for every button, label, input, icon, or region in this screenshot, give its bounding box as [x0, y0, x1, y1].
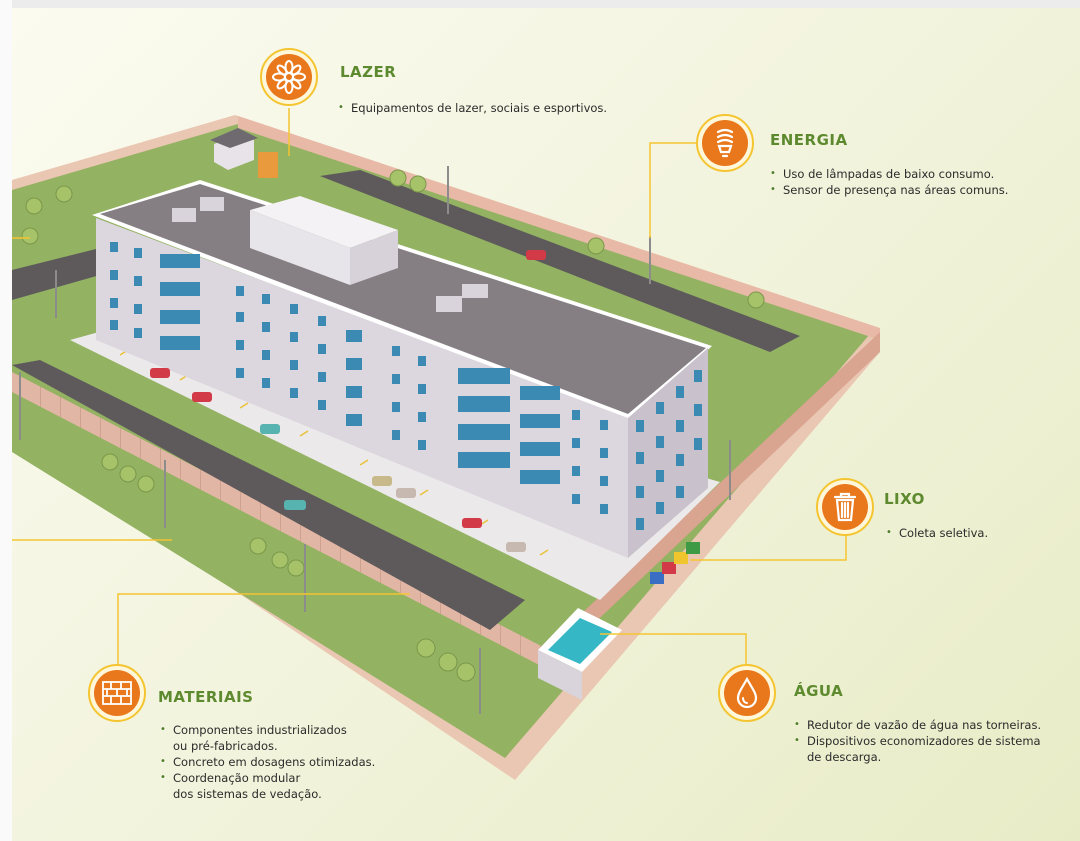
- rooftop-unit: [462, 284, 488, 298]
- lazer-title: LAZER: [340, 63, 397, 81]
- lixo-list: Coleta seletiva.: [886, 525, 988, 541]
- top-strip: [0, 0, 1080, 8]
- energia-list: Uso de lâmpadas de baixo consumo. Sensor…: [770, 166, 1008, 198]
- lazer-badge: [260, 48, 318, 106]
- brick-wall-icon: [94, 670, 140, 716]
- materiais-item: Concreto em dosagens otimizadas.: [160, 754, 375, 770]
- materiais-leader-line: [117, 593, 410, 666]
- agua-item: Dispositivos economizadores de sistemade…: [794, 733, 1041, 765]
- lazer-list: Equipamentos de lazer, sociais e esporti…: [338, 100, 607, 116]
- light-bulb-icon: [702, 120, 748, 166]
- water-drop-icon: [724, 670, 770, 716]
- energia-item: Sensor de presença nas áreas comuns.: [770, 182, 1008, 198]
- agua-badge: [718, 664, 776, 722]
- street-lamps: [19, 166, 731, 714]
- playground: [258, 152, 278, 178]
- building-side-windows: [636, 370, 702, 530]
- leader-lines: [12, 108, 847, 690]
- recycling-bins: [650, 542, 700, 584]
- lixo-leader-line: [690, 532, 847, 561]
- boundary-wall-front: [12, 372, 545, 668]
- agua-list: Redutor de vazão de água nas torneiras. …: [794, 717, 1041, 765]
- energia-leader-line: [649, 142, 696, 238]
- rooftop-unit: [436, 296, 462, 312]
- rooftop-unit: [172, 208, 196, 222]
- guard-hut-roof: [210, 128, 258, 148]
- flower-icon: [266, 54, 312, 100]
- lazer-item: Equipamentos de lazer, sociais e esporti…: [338, 100, 607, 116]
- agua-title: ÁGUA: [794, 682, 844, 700]
- rooftop-box-front: [250, 210, 350, 285]
- water-reservoir-pool: [548, 618, 612, 664]
- building-windows: [110, 242, 608, 514]
- energia-title: ENERGIA: [770, 131, 848, 149]
- left-margin: [0, 0, 12, 841]
- materiais-title: MATERIAIS: [158, 688, 254, 706]
- energia-item: Uso de lâmpadas de baixo consumo.: [770, 166, 1008, 182]
- energia-badge: [696, 114, 754, 172]
- lixo-item: Coleta seletiva.: [886, 525, 988, 541]
- rooftop-box-side: [350, 230, 398, 285]
- trees: [21, 169, 765, 682]
- lixo-badge: [816, 478, 874, 536]
- water-reservoir-side: [538, 650, 582, 700]
- rooftop-unit: [200, 197, 224, 211]
- trash-bin-icon: [822, 484, 868, 530]
- road-front: [12, 360, 525, 630]
- lixo-title: LIXO: [884, 490, 925, 508]
- building-side-facade: [628, 348, 708, 558]
- rooftop-box-top: [250, 196, 398, 248]
- agua-item: Redutor de vazão de água nas torneiras.: [794, 717, 1041, 733]
- materiais-badge: [88, 664, 146, 722]
- road-back: [320, 170, 800, 352]
- boundary-wall-right: [545, 332, 880, 670]
- parked-cars: [150, 250, 546, 552]
